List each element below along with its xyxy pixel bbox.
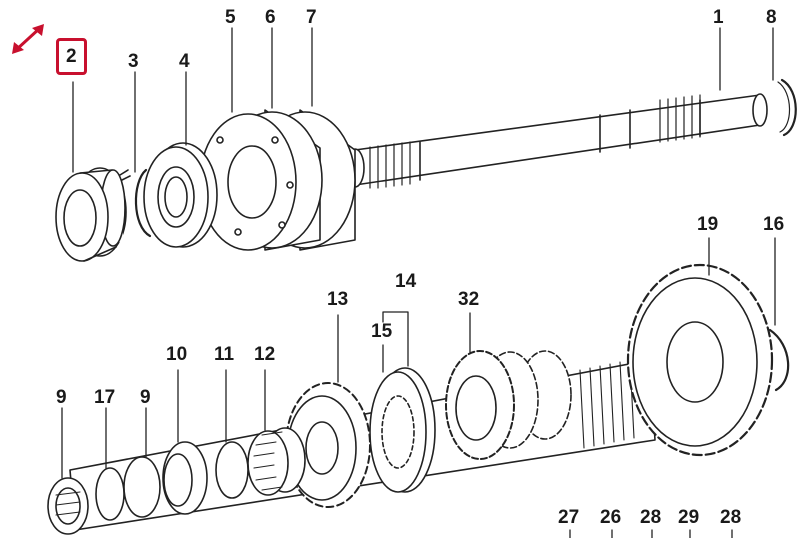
callout-29[interactable]: 29 — [678, 507, 700, 528]
callout-13[interactable]: 13 — [327, 289, 349, 310]
callout-28-right[interactable]: 28 — [720, 507, 742, 528]
callout-9-left[interactable]: 9 — [56, 387, 67, 408]
callout-7[interactable]: 7 — [306, 7, 317, 28]
main-shaft-part — [345, 93, 768, 189]
end-bearing-part — [47, 477, 89, 535]
leader-lines — [61, 27, 776, 538]
synchronizer-part — [369, 367, 436, 493]
bushing-part — [162, 441, 208, 515]
washer-part — [95, 456, 161, 521]
callout-6[interactable]: 6 — [265, 7, 276, 28]
callout-19[interactable]: 19 — [697, 214, 719, 235]
callout-2-selected[interactable]: 2 — [56, 38, 87, 75]
callout-8[interactable]: 8 — [766, 7, 777, 28]
callout-16[interactable]: 16 — [763, 214, 785, 235]
large-gear-part — [626, 263, 774, 457]
callout-12[interactable]: 12 — [254, 344, 276, 365]
needle-bearing-part — [247, 427, 306, 496]
callout-10[interactable]: 10 — [166, 344, 188, 365]
housing-plates-part — [199, 109, 356, 251]
expand-arrows-icon[interactable] — [8, 18, 48, 58]
ball-bearing-part — [143, 142, 218, 248]
callout-28-left[interactable]: 28 — [640, 507, 662, 528]
callout-5[interactable]: 5 — [225, 7, 236, 28]
callout-9-right[interactable]: 9 — [140, 387, 151, 408]
callout-11[interactable]: 11 — [214, 344, 235, 365]
callout-17[interactable]: 17 — [94, 387, 116, 408]
spacer-part — [215, 441, 249, 499]
gear-cluster-part — [445, 350, 572, 460]
callout-3[interactable]: 3 — [128, 51, 139, 72]
callout-32[interactable]: 32 — [458, 289, 480, 310]
gear-13-part — [285, 382, 371, 508]
callout-1[interactable]: 1 — [713, 7, 724, 28]
callout-26[interactable]: 26 — [600, 507, 622, 528]
callout-15[interactable]: 15 — [371, 321, 393, 342]
roller-bearing-part — [55, 167, 127, 262]
snap-ring-part — [777, 78, 797, 137]
circlip-part — [119, 168, 152, 238]
callout-14[interactable]: 14 — [395, 271, 417, 292]
callout-4[interactable]: 4 — [179, 51, 190, 72]
callout-27[interactable]: 27 — [558, 507, 580, 528]
gear-circlip-part — [768, 328, 790, 392]
